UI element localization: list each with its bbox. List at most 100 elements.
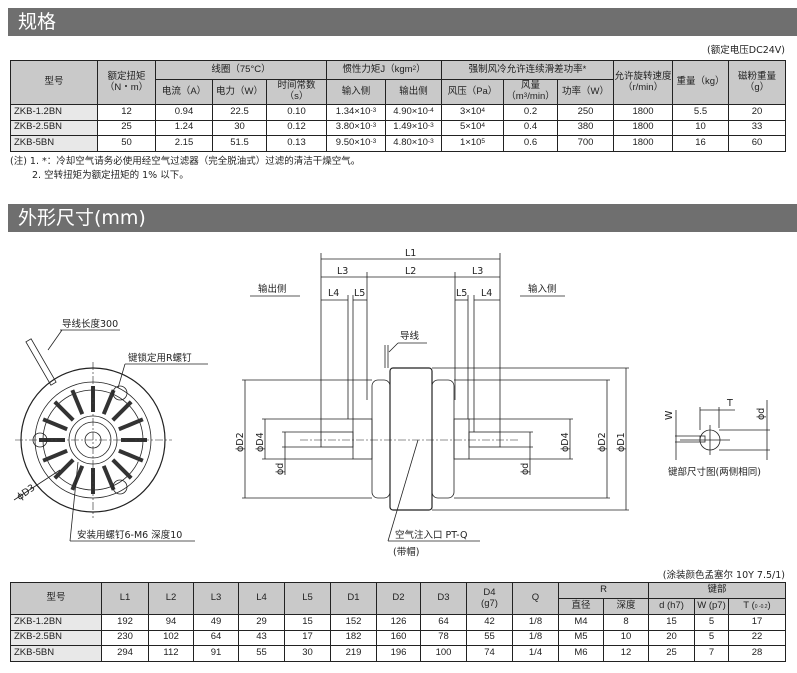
spec-cell-powder: 60 — [728, 135, 787, 152]
fin — [42, 448, 68, 463]
spec-cell-in_m: 1.34×10-3 — [326, 104, 386, 121]
spec-cell-pa_m: 5×104 — [441, 119, 504, 136]
dim-cell-d1: 152 — [330, 614, 377, 631]
dim-header-l2: L2 — [148, 582, 194, 615]
d2-right-label: ϕD2 — [597, 432, 608, 452]
key-caption: 键部尺寸图(两侧相同) — [668, 466, 761, 478]
header-torque: 额定扭矩（N・m） — [97, 60, 156, 105]
dim-header-l3: L3 — [193, 582, 239, 615]
spec-cell-slip: 250 — [556, 104, 615, 121]
header-weight: 重量（kg） — [672, 60, 730, 105]
d4-right-label: ϕD4 — [560, 432, 571, 452]
dim-cell-l3: 49 — [193, 614, 239, 631]
dim-header-key-w: W (p7) — [694, 598, 729, 615]
fin — [118, 417, 144, 432]
side-view — [300, 345, 520, 511]
spec-cell-model: ZKB-2.5BN — [10, 119, 98, 136]
dimension-table: 型号 L1 L2 L3 L4 L5 D1 D2 D3 D4(g7) Q R 键部… — [10, 582, 786, 662]
spec-cell-pa_m: 3×104 — [441, 104, 504, 121]
spec-section-header: 规格 — [8, 8, 797, 36]
dim-cell-d2: 126 — [376, 614, 421, 631]
spec-cell-flow: 0.4 — [503, 119, 558, 136]
spec-cell-model: ZKB-1.2BN — [10, 104, 98, 121]
fin — [70, 389, 85, 415]
dim-cell-l2: 112 — [148, 645, 194, 662]
spec-table: 型号 额定扭矩（N・m） 线圈（75°C） 惯性力矩J（kgm2） 强制风冷允许… — [10, 60, 787, 152]
spec-cell-tc: 0.10 — [266, 104, 327, 121]
spec-cell-slip: 380 — [556, 119, 615, 136]
paint-note: (涂装颜色孟塞尔 10Y 7.5/1) — [662, 570, 785, 581]
dim-header-key: 键部 — [648, 582, 786, 599]
lead-label: 导线 — [400, 330, 420, 342]
d3-label: ϕD3 — [15, 483, 37, 503]
spec-cell-speed: 1800 — [613, 119, 674, 136]
dimension-drawing: 导线长度300 键锁定用R螺钉 ϕD3 安装用螺钉6-M6 深度10 L1 L3… — [13, 248, 770, 558]
fin — [101, 389, 116, 415]
dim-cell-r-dia: M5 — [558, 629, 604, 646]
fin — [42, 417, 68, 432]
dim-cell-d3: 100 — [420, 645, 467, 662]
spec-cell-torque: 50 — [97, 135, 156, 152]
d1-label: ϕD1 — [616, 432, 627, 452]
dim-cell-l2: 94 — [148, 614, 194, 631]
l4-right-label: L4 — [481, 288, 492, 299]
l5-left-label: L5 — [354, 288, 365, 299]
spec-cell-flow: 0.2 — [503, 104, 558, 121]
header-cooling: 强制风冷允许连续滑差功率* — [440, 60, 615, 80]
dim-cell-r-depth: 10 — [603, 629, 649, 646]
dim-cell-d4: 42 — [466, 614, 513, 631]
header-slip-power: 功率（W） — [556, 79, 615, 105]
dim-cell-l4: 55 — [238, 645, 285, 662]
fin — [53, 458, 75, 480]
header-output-side: 输出侧 — [385, 79, 442, 105]
spec-cell-power: 22.5 — [212, 104, 267, 121]
spec-cell-current: 2.15 — [155, 135, 213, 152]
front-view — [15, 338, 172, 518]
dim-cell-q: 1/8 — [512, 629, 559, 646]
spec-cell-current: 0.94 — [155, 104, 213, 121]
fin — [118, 448, 144, 463]
dim-cell-d3: 64 — [420, 614, 467, 631]
dim-cell-key-w: 5 — [694, 629, 729, 646]
dim-cell-key-d: 25 — [648, 645, 695, 662]
mount-screw-label: 安装用螺钉6-M6 深度10 — [77, 529, 182, 541]
spec-cell-model: ZKB-5BN — [10, 135, 98, 152]
spec-cell-in_m: 9.50×10-3 — [326, 135, 386, 152]
spec-cell-current: 1.24 — [155, 119, 213, 136]
header-power: 电力（W） — [212, 79, 267, 105]
dim-cell-l4: 29 — [238, 614, 285, 631]
air-inlet-label: 空气注入口 PT-Q — [395, 529, 467, 541]
spec-cell-weight: 16 — [672, 135, 730, 152]
lead-length-label: 导线长度300 — [62, 318, 118, 330]
dim-cell-model: ZKB-1.2BN — [10, 614, 102, 631]
header-model: 型号 — [10, 60, 98, 105]
header-coil: 线圈（75°C） — [155, 60, 327, 80]
dim-header-d4: D4(g7) — [466, 582, 513, 615]
header-powder: 磁粉重量（g） — [728, 60, 787, 105]
fin — [70, 465, 85, 491]
l4-left-label: L4 — [328, 288, 339, 299]
spec-cell-tc: 0.12 — [266, 119, 327, 136]
dim-cell-q: 1/4 — [512, 645, 559, 662]
dim-cell-r-dia: M4 — [558, 614, 604, 631]
spec-note-1: (注) 1. *：冷却空气请务必使用经空气过滤器（完全脱油式）过滤的清洁干燥空气… — [10, 156, 361, 167]
key-d-label: ϕd — [756, 408, 767, 420]
dim-cell-l1: 294 — [101, 645, 149, 662]
header-inertia: 惯性力矩J（kgm2） — [326, 60, 442, 80]
spec-cell-powder: 20 — [728, 104, 787, 121]
fin — [53, 400, 75, 422]
dim-cell-model: ZKB-2.5BN — [10, 629, 102, 646]
dim-cell-l3: 64 — [193, 629, 239, 646]
dim-cell-d1: 182 — [330, 629, 377, 646]
dim-cell-key-d: 20 — [648, 629, 695, 646]
output-side-label: 输出侧 — [258, 283, 287, 295]
dim-cell-d3: 78 — [420, 629, 467, 646]
dim-cell-d1: 219 — [330, 645, 377, 662]
dim-cell-l2: 102 — [148, 629, 194, 646]
